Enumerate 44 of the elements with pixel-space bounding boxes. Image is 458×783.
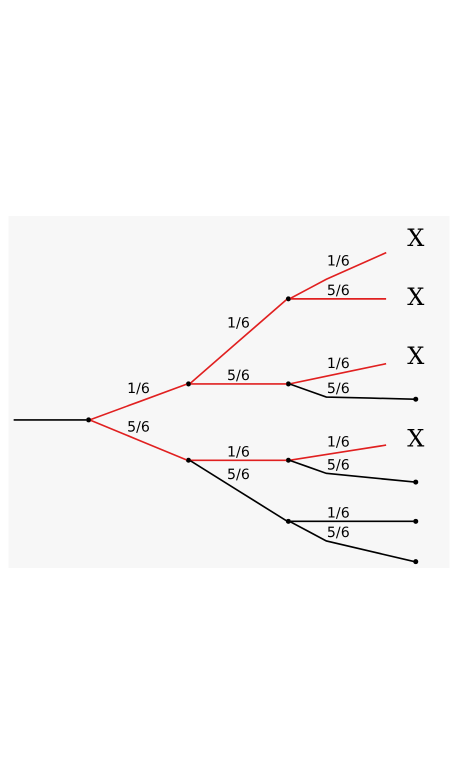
edge-label: 5/6 bbox=[326, 380, 350, 397]
edge-label: 1/6 bbox=[326, 356, 350, 372]
node-point bbox=[413, 396, 418, 402]
connector bbox=[290, 520, 414, 522]
node-text: X bbox=[407, 341, 424, 370]
connector bbox=[290, 298, 386, 300]
connector bbox=[190, 458, 286, 461]
node-point bbox=[286, 380, 291, 386]
edge-label: 1/6 bbox=[227, 444, 250, 460]
edge-label: 5/6 bbox=[326, 456, 350, 473]
connector bbox=[290, 251, 387, 299]
node-point bbox=[186, 457, 191, 462]
edge-label: 1/6 bbox=[127, 380, 150, 397]
node-point bbox=[186, 380, 191, 386]
connector bbox=[290, 459, 414, 482]
connector bbox=[190, 298, 287, 384]
connector bbox=[290, 444, 386, 460]
node-point bbox=[413, 479, 418, 484]
node-point bbox=[86, 416, 92, 422]
edge-label: 5/6 bbox=[326, 524, 350, 541]
node-point bbox=[286, 518, 291, 524]
connector bbox=[90, 383, 187, 420]
edge-label: 1/6 bbox=[326, 253, 350, 270]
edge-label: 5/6 bbox=[227, 466, 250, 483]
edge-label: 5/6 bbox=[227, 368, 250, 384]
edge-label: 1/6 bbox=[326, 434, 350, 450]
node-text: X bbox=[407, 424, 424, 452]
edge-label: 1/6 bbox=[227, 315, 250, 332]
node-point bbox=[286, 457, 291, 462]
connector bbox=[290, 520, 414, 562]
node-text: X bbox=[407, 282, 424, 310]
connector bbox=[90, 419, 187, 460]
connector bbox=[190, 460, 287, 521]
connector bbox=[290, 362, 386, 384]
edge-label: 5/6 bbox=[127, 418, 150, 435]
connector bbox=[190, 382, 286, 384]
node-point bbox=[413, 558, 418, 564]
connector bbox=[290, 382, 414, 400]
connector bbox=[14, 418, 86, 420]
edge-label: 5/6 bbox=[326, 282, 350, 298]
node-text: X bbox=[407, 224, 424, 252]
node-point bbox=[286, 296, 291, 301]
node-point bbox=[413, 518, 418, 524]
edge-label: 1/6 bbox=[326, 504, 350, 521]
